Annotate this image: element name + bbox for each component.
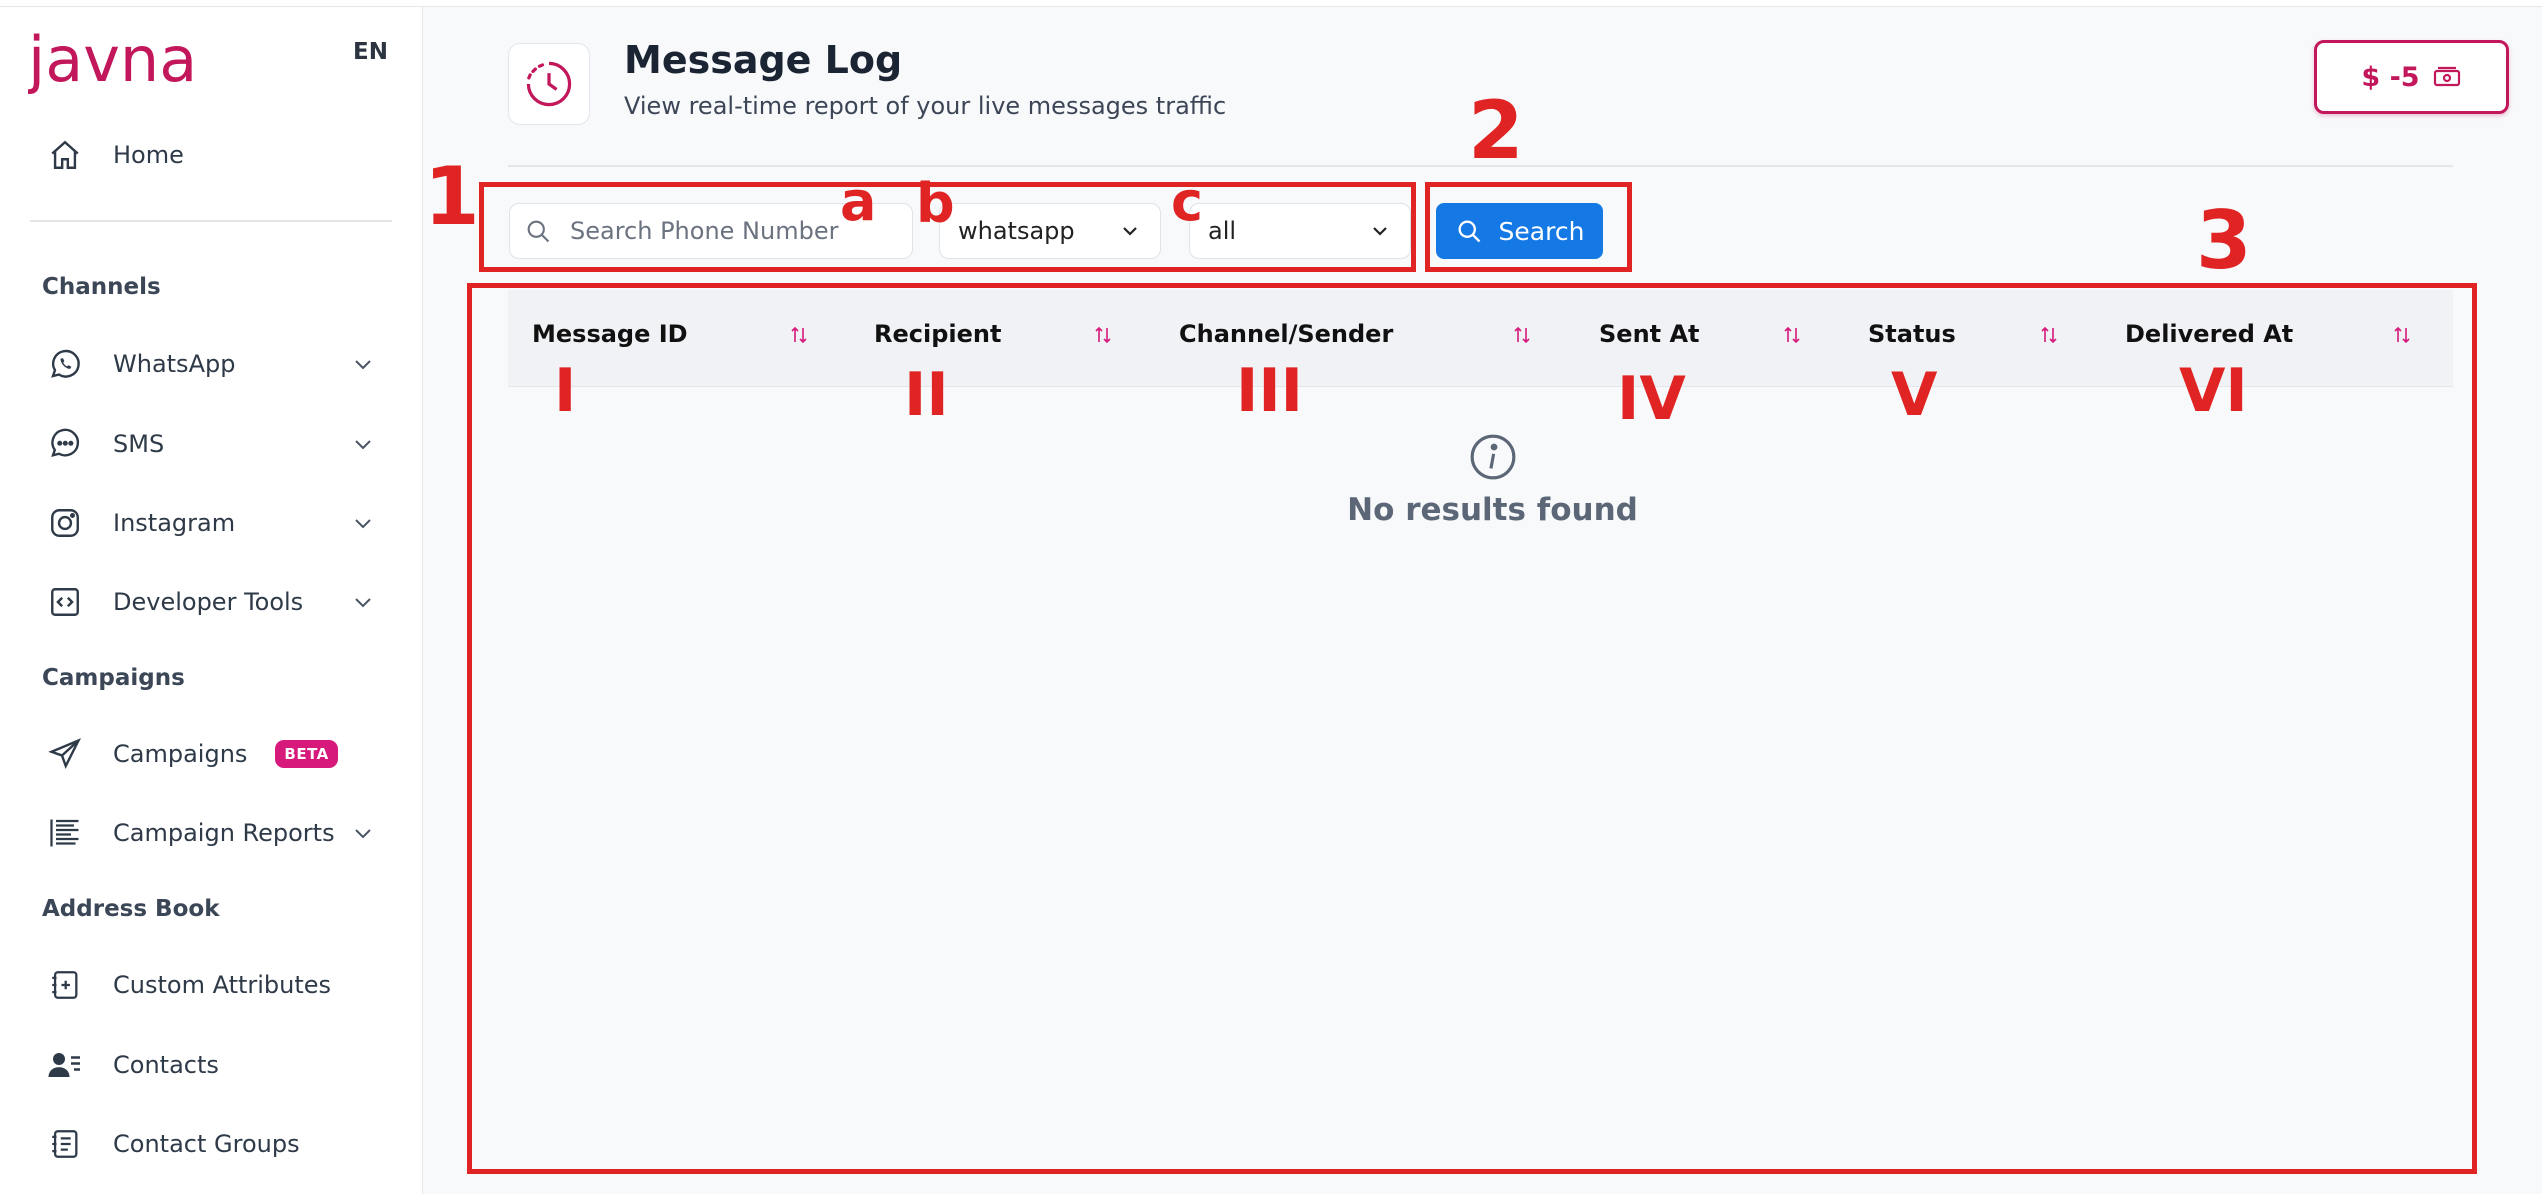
annotation-box-search	[1425, 182, 1632, 272]
sidebar-item-contact-groups[interactable]: Contact Groups	[45, 1119, 300, 1169]
column-header-status[interactable]: Status	[1868, 320, 1956, 348]
status-select-value: all	[1208, 217, 1237, 245]
balance-amount: $ -5	[2361, 61, 2420, 93]
language-selector[interactable]: EN	[353, 39, 388, 65]
sort-icon[interactable]	[2038, 324, 2060, 346]
channel-select[interactable]: whatsapp	[939, 203, 1161, 259]
page-subtitle: View real-time report of your live messa…	[624, 92, 1227, 120]
sort-icon[interactable]	[1781, 324, 1803, 346]
search-button-label: Search	[1498, 216, 1585, 246]
message-log-icon-tile	[508, 43, 590, 125]
chevron-down-icon[interactable]	[351, 511, 375, 535]
phone-search-input[interactable]	[570, 217, 890, 245]
sidebar-item-campaigns[interactable]: Campaigns BETA	[45, 729, 338, 779]
beta-badge: BETA	[275, 740, 338, 768]
sidebar-item-developer-tools[interactable]: Developer Tools	[45, 577, 385, 627]
whatsapp-icon	[45, 344, 85, 384]
annotation-label-col-6: VI	[2179, 356, 2248, 426]
sidebar-item-home[interactable]: Home	[45, 130, 184, 180]
sidebar-divider	[30, 220, 392, 222]
column-header-sent-at[interactable]: Sent At	[1599, 320, 1700, 348]
sidebar-item-sms[interactable]: SMS	[45, 419, 385, 469]
add-attribute-icon	[45, 965, 85, 1005]
home-icon	[45, 135, 85, 175]
sort-icon[interactable]	[2391, 324, 2413, 346]
balance-button[interactable]: $ -5	[2314, 40, 2509, 114]
report-lines-icon	[45, 813, 85, 853]
svg-text:javna: javna	[28, 29, 197, 96]
annotation-label-c: c	[1171, 170, 1204, 233]
sidebar-item-label: Custom Attributes	[113, 971, 332, 999]
sidebar: javna EN Home Channels WhatsApp SMS Inst…	[0, 7, 423, 1194]
search-button[interactable]: Search	[1436, 203, 1603, 259]
chevron-down-icon	[1373, 227, 1387, 236]
sort-icon[interactable]	[1511, 324, 1533, 346]
table-header: Message ID Recipient Channel/Sender Sent…	[508, 290, 2453, 387]
column-header-channel-sender[interactable]: Channel/Sender	[1179, 320, 1394, 348]
contact-groups-icon	[45, 1124, 85, 1164]
empty-state-text: No results found	[1347, 492, 1638, 528]
chevron-down-icon[interactable]	[351, 821, 375, 845]
annotation-box-filters	[479, 182, 1416, 272]
column-header-recipient[interactable]: Recipient	[874, 320, 1002, 348]
cash-icon	[2433, 66, 2460, 87]
sidebar-item-label: SMS	[113, 430, 165, 458]
instagram-icon	[45, 503, 85, 543]
phone-search-field[interactable]	[509, 203, 913, 259]
channels-heading: Channels	[42, 274, 161, 300]
javna-logo[interactable]: javna	[28, 29, 218, 101]
annotation-label-3: 3	[2196, 194, 2252, 287]
code-icon	[45, 582, 85, 622]
annotation-label-1: 1	[424, 150, 480, 243]
top-border	[0, 0, 2542, 7]
annotation-label-a: a	[840, 170, 877, 233]
column-header-message-id[interactable]: Message ID	[532, 320, 688, 348]
header-divider	[508, 165, 2453, 167]
sort-icon[interactable]	[788, 324, 810, 346]
page-title: Message Log	[624, 38, 903, 82]
campaigns-heading: Campaigns	[42, 665, 185, 691]
address-book-heading: Address Book	[42, 896, 220, 922]
annotation-label-col-3: III	[1236, 356, 1303, 426]
sidebar-item-whatsapp[interactable]: WhatsApp	[45, 339, 385, 389]
sidebar-item-instagram[interactable]: Instagram	[45, 498, 385, 548]
sidebar-item-label: WhatsApp	[113, 350, 236, 378]
empty-state: No results found	[1200, 432, 1785, 528]
sms-chat-icon	[45, 424, 85, 464]
annotation-label-col-5: V	[1891, 360, 1938, 430]
sidebar-item-label: Home	[113, 141, 184, 169]
send-icon	[45, 734, 85, 774]
annotation-label-2: 2	[1468, 84, 1524, 177]
annotation-label-col-4: IV	[1617, 364, 1686, 434]
chevron-down-icon[interactable]	[351, 590, 375, 614]
chevron-down-icon[interactable]	[351, 352, 375, 376]
sidebar-item-contacts[interactable]: Contacts	[45, 1040, 219, 1090]
annotation-label-b: b	[916, 172, 955, 235]
info-icon	[1470, 434, 1515, 480]
clock-history-icon	[526, 61, 572, 107]
annotation-box-table	[467, 283, 2477, 1174]
search-icon	[527, 220, 550, 243]
search-icon	[1458, 220, 1480, 243]
sidebar-item-label: Contacts	[113, 1051, 219, 1079]
annotation-label-col-2: II	[904, 360, 949, 430]
sidebar-item-label: Developer Tools	[113, 588, 304, 616]
annotation-label-col-1: I	[554, 356, 577, 426]
contacts-icon	[45, 1045, 85, 1085]
chevron-down-icon[interactable]	[351, 432, 375, 456]
sidebar-item-label: Contact Groups	[113, 1130, 300, 1158]
chevron-down-icon	[1123, 227, 1137, 236]
status-select[interactable]: all	[1189, 203, 1411, 259]
sidebar-item-campaign-reports[interactable]: Campaign Reports	[45, 808, 385, 858]
column-header-delivered-at[interactable]: Delivered At	[2125, 320, 2294, 348]
sort-icon[interactable]	[1092, 324, 1114, 346]
sidebar-item-label: Campaign Reports	[113, 819, 335, 847]
channel-select-value: whatsapp	[958, 217, 1075, 245]
sidebar-item-custom-attributes[interactable]: Custom Attributes	[45, 960, 331, 1010]
sidebar-item-label: Campaigns	[113, 740, 248, 768]
sidebar-item-label: Instagram	[113, 509, 236, 537]
